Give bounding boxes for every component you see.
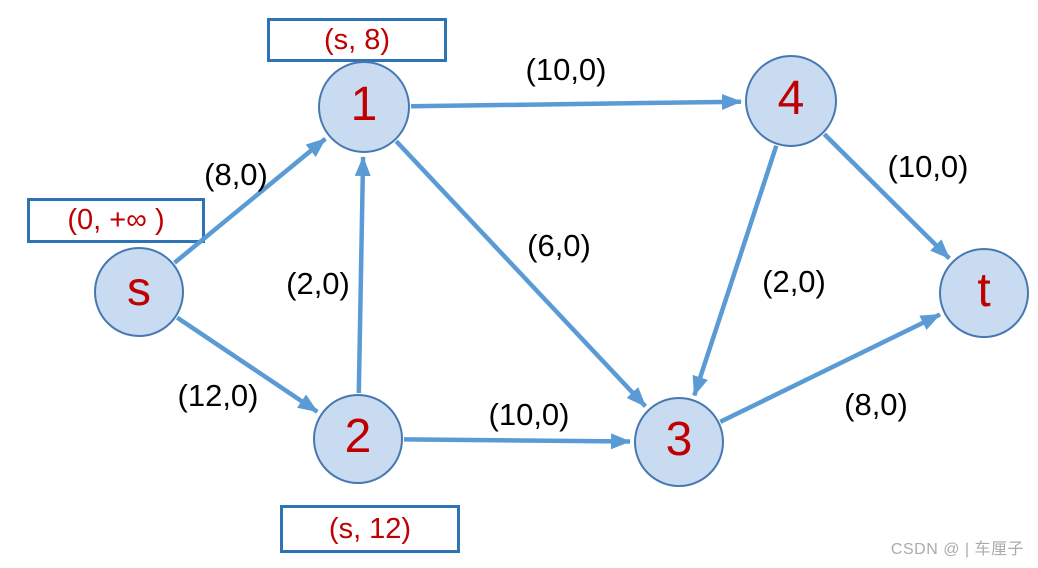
edge-s-to-1	[173, 137, 327, 265]
edge-label-1-to-3: (6,0)	[527, 228, 591, 263]
label-box-text: (s, 8)	[323, 23, 391, 56]
edge-4-to-t	[822, 132, 951, 260]
edge-label-4-to-t: (10,0)	[887, 149, 969, 184]
edge-4-to-3	[692, 144, 779, 397]
node-label: s	[127, 263, 151, 316]
node-label: 4	[777, 72, 805, 125]
edge-1-to-3	[394, 139, 648, 408]
label-box-text: (s, 12)	[328, 512, 412, 545]
edge-1-to-4	[410, 93, 742, 110]
node-label: t	[977, 264, 991, 317]
watermark: CSDN @ | 车厘子	[890, 541, 1024, 558]
node-4: 4	[745, 55, 837, 147]
edge-2-to-1	[354, 156, 371, 394]
edge-label-2-to-1: (2,0)	[286, 266, 350, 301]
node-2: 2	[313, 394, 403, 484]
edge-3-to-t	[719, 312, 941, 424]
edge-label-s-to-1: (8,0)	[204, 157, 268, 192]
edges-group	[173, 93, 951, 450]
node-s: s	[94, 247, 184, 337]
edge-2-to-3	[403, 433, 631, 450]
label-box-node-1: (s, 8)	[267, 18, 447, 62]
edge-s-to-2	[175, 315, 319, 414]
edge-label-4-to-3: (2,0)	[762, 264, 826, 299]
edge-label-3-to-t: (8,0)	[844, 387, 908, 422]
edge-label-2-to-3: (10,0)	[488, 397, 570, 432]
node-t: t	[939, 248, 1029, 338]
node-label: 3	[665, 413, 693, 466]
label-box-node-s: (0, +∞ )	[27, 198, 205, 243]
node-1: 1	[318, 61, 410, 153]
node-label: 2	[344, 410, 372, 463]
node-label: 1	[350, 78, 378, 131]
node-3: 3	[634, 397, 724, 487]
label-box-node-2: (s, 12)	[280, 505, 460, 553]
label-box-text: (0, +∞ )	[67, 204, 165, 236]
edge-label-1-to-4: (10,0)	[525, 52, 607, 87]
edge-label-s-to-2: (12,0)	[177, 378, 259, 413]
